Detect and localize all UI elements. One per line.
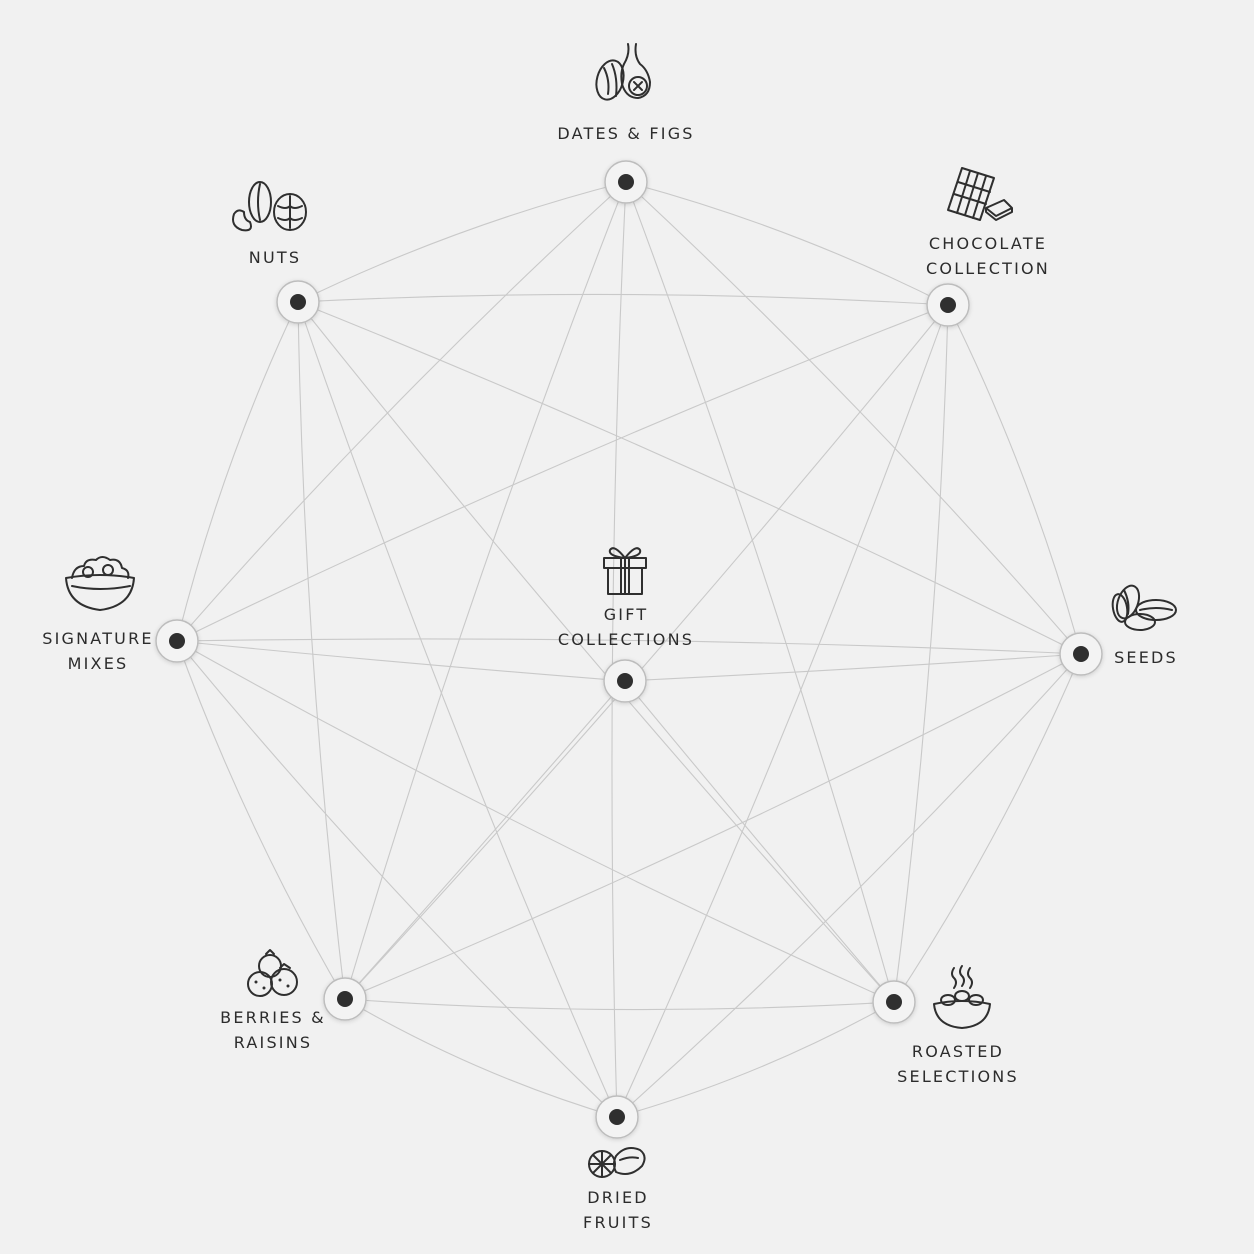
label-signature-mixes: SIGNATURE MIXES [42,629,154,673]
node-dot [1073,646,1089,662]
edge-seeds-gift [624,653,1082,682]
node-dried-fruits[interactable] [595,1095,639,1139]
label-dried-fruits: DRIED FRUITS [583,1188,653,1232]
node-dates-figs[interactable] [604,160,648,204]
node-dot [169,633,185,649]
edge-nuts-seeds [297,301,1082,655]
edge-dates-figs-chocolate [625,181,949,306]
node-seeds[interactable] [1059,632,1103,676]
label-roasted-selections: ROASTED SELECTIONS [897,1042,1019,1086]
edge-dates-figs-nuts [297,181,627,303]
edge-signature-gift [176,640,626,682]
node-dot [337,991,353,1007]
berries-icon [247,949,298,997]
node-berries[interactable] [323,977,367,1021]
edge-nuts-dried-fruits [297,301,618,1118]
gift-box-icon [603,547,647,595]
edge-berries-gift [344,680,626,1000]
chocolate-bar-icon [947,167,1013,221]
node-dot [290,294,306,310]
edge-signature-dried-fruits [176,640,618,1118]
mix-bowl-icon [65,556,135,611]
edge-seeds-roasted [893,653,1082,1003]
edge-berries-dried-fruits [344,998,618,1118]
edge-dates-figs-berries [344,181,627,1000]
edge-signature-roasted [176,640,895,1003]
edge-chocolate-berries [344,304,949,1000]
edge-chocolate-nuts [297,293,949,306]
node-gift[interactable] [603,659,647,703]
edge-chocolate-seeds [947,304,1082,655]
edge-roasted-dried-fruits [616,1001,895,1118]
label-nuts: NUTS [248,248,302,267]
node-chocolate[interactable] [926,283,970,327]
seeds-icon [1111,584,1177,631]
edge-nuts-roasted [297,301,895,1003]
node-roasted[interactable] [872,980,916,1024]
edge-berries-roasted [344,998,895,1011]
edge-chocolate-signature [176,304,949,642]
dried-fruits-icon [588,1147,646,1178]
node-dot [617,673,633,689]
connection-lines [176,181,1082,1118]
node-nuts[interactable] [276,280,320,324]
label-gift-collections: GIFT COLLECTIONS [557,605,695,649]
label-dates-figs: DATES & FIGS [557,124,695,143]
node-dot [618,174,634,190]
node-signature[interactable] [155,619,199,663]
node-dot [886,994,902,1010]
edge-signature-seeds [176,638,1082,655]
category-nodes [155,160,1103,1139]
edge-signature-berries [176,640,346,1000]
edge-dates-figs-roasted [625,181,895,1003]
edge-roasted-gift [624,680,895,1003]
category-icons [65,43,1177,1178]
nuts-icon [232,181,307,232]
edge-chocolate-dried-fruits [616,304,949,1118]
roasted-bowl-icon [933,965,991,1029]
node-dot [609,1109,625,1125]
edge-nuts-signature [176,301,299,642]
edge-seeds-berries [344,653,1082,1000]
label-berries-raisins: BERRIES & RAISINS [220,1008,326,1052]
label-seeds: SEEDS [1114,648,1178,667]
node-dot [940,297,956,313]
edge-seeds-dried-fruits [616,653,1082,1118]
edge-nuts-berries [297,301,346,1000]
edge-chocolate-roasted [893,304,949,1003]
edge-dates-figs-dried-fruits [611,181,627,1118]
edge-dates-figs-signature [176,181,627,642]
dates-figs-icon [595,43,651,101]
label-chocolate-collection: CHOCOLATE COLLECTION [926,234,1050,278]
